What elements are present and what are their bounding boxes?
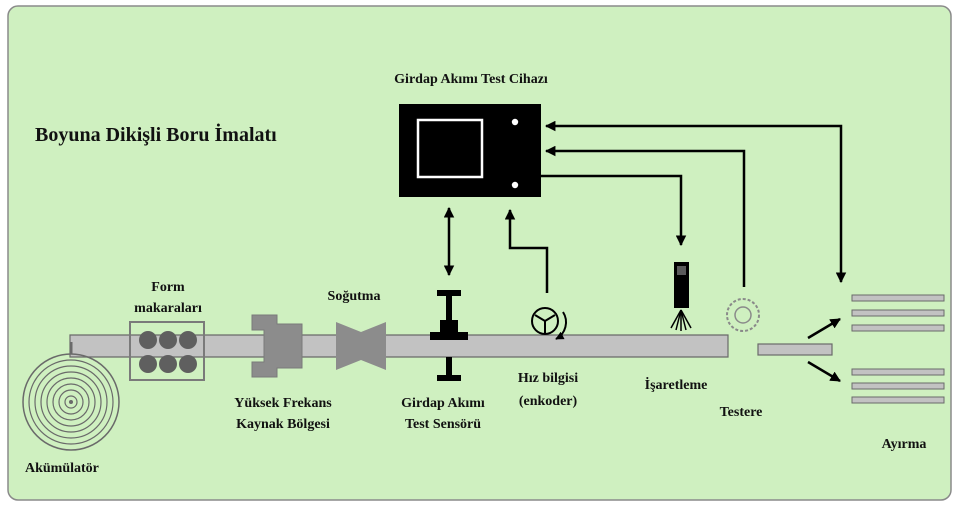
sensor-label: Girdap Akımı [401,396,485,411]
cut-pipe [757,343,833,356]
form-rollers-label: makaraları [134,301,202,316]
encoder-spoke [544,314,556,322]
coil-ring [46,377,96,427]
eddy-current-sensor: Girdap Akımı Test Sensörü [401,290,485,432]
roller [139,331,157,349]
sorted-pipe [851,382,945,390]
saw: Testere [720,298,763,420]
coil-ring [58,389,84,415]
encoder: Hız bilgisi (enkoder) [518,307,578,409]
device-label: Girdap Akımı Test Cihazı [394,72,548,87]
rotation-arrow-icon [555,311,568,340]
marking-unit: İşaretleme [645,262,708,393]
form-rollers: Form makaraları [129,280,205,381]
speed-label: Hız bilgisi [518,371,578,386]
roller [179,331,197,349]
coil-center [69,400,73,404]
sensor-bottom-plate [437,375,461,381]
sorted-pipe [851,324,945,332]
accumulator-label: Akümülatör [25,461,99,476]
encoder-wheel-icon [531,307,559,335]
sensor-stem [446,296,452,320]
sorted-pipe [851,368,945,376]
welding-label: Yüksek Frekans [234,396,332,411]
welding-label: Kaynak Bölgesi [236,417,330,432]
marking-window [677,266,686,275]
welding-unit: Yüksek Frekans Kaynak Bölgesi [234,314,332,432]
coil-ring [40,371,102,433]
saw-blade-icon [726,298,760,332]
sensor-top-plate [437,290,461,296]
signal-lines [443,120,847,293]
roller [179,355,197,373]
cooling-unit: Soğutma [328,289,386,370]
sort-down-arrow [807,360,841,383]
spray-icon [670,309,692,331]
coil-ring [64,395,78,409]
saw-hub [734,306,752,324]
roller [159,355,177,373]
sorting-station: Ayırma [757,294,945,452]
coil-ring [28,359,114,445]
sorted-pipe [851,294,945,302]
form-rollers-label: Form [151,280,185,295]
marking-label: İşaretleme [645,376,708,393]
roller [139,355,157,373]
sensor-head [440,320,458,332]
cooling-box [336,322,386,370]
saw-label: Testere [720,405,763,420]
sorted-pipe [851,396,945,404]
roller [159,331,177,349]
encoder-spoke [534,314,546,322]
sensor-clamp [430,332,468,340]
welding-coil [251,314,303,378]
device-sorting-arrow [544,120,847,284]
coil-ring [52,383,90,421]
sorting-label: Ayırma [882,437,927,452]
sensor-lower-stem [446,357,452,375]
form-rollers-frame [129,321,205,381]
pipe [69,334,729,358]
speed-label: (enkoder) [519,394,578,409]
sort-up-arrow [807,317,841,340]
accumulator-coil [22,342,120,451]
device-knob-top [511,118,519,126]
cooling-label: Soğutma [328,289,381,304]
sorted-pipe [851,309,945,317]
test-device: Girdap Akımı Test Cihazı [394,72,548,197]
diagram-title: Boyuna Dikişli Boru İmalatı [35,122,277,146]
sensor-label: Test Sensörü [405,417,481,432]
device-knob-bottom [511,181,519,189]
device-screen [416,118,484,179]
coil-ring [34,365,108,439]
pipe-line [69,334,729,358]
